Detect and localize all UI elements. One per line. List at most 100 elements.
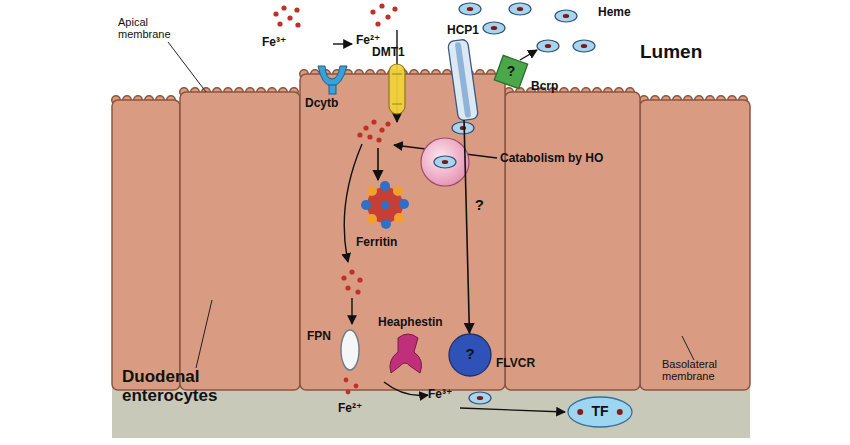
ellipse-shape (568, 397, 632, 427)
node-label: Bcrp (531, 80, 571, 93)
heme-molecules (459, 3, 481, 15)
transporter-box: Bcrp? (495, 56, 527, 88)
iron-dots-lumen (370, 9, 375, 14)
enterocyte-cells (505, 92, 640, 390)
iron-dots-cytosol (357, 119, 390, 142)
iron-dots-exported (344, 378, 359, 395)
heme-molecules (483, 22, 505, 34)
iron-dots-lumen (375, 21, 380, 26)
ferritin-symbol (394, 213, 404, 223)
transferrin-ellipse: TF (567, 396, 633, 428)
label-text: Fe³⁺ (428, 388, 468, 401)
node-text: ? (448, 346, 492, 363)
transporter-channel: HCP1 (451, 40, 475, 120)
ferritin-symbol (361, 200, 371, 210)
dmt1-symbol (389, 64, 405, 114)
heme-exported (469, 392, 491, 404)
iron-dots-basal (357, 277, 362, 282)
heme-molecules (517, 7, 523, 11)
fpn-symbol (341, 330, 359, 370)
iron-dots-cytosol (379, 127, 384, 132)
iron-dots-exported (346, 390, 351, 395)
dmt1-symbol (389, 64, 405, 114)
heme-molecules (491, 26, 497, 30)
heme-molecules (537, 40, 559, 52)
heme-oxygenase (421, 138, 469, 186)
channel-shape (448, 39, 479, 121)
efflux-arrow (520, 50, 537, 60)
hephaestin-symbol (390, 334, 422, 373)
ferritin-symbol (381, 201, 389, 209)
iron-dots-cytosol (357, 132, 362, 137)
label-text: Heaphestin (378, 316, 458, 329)
dmt1-symbol (392, 104, 402, 105)
oxidation-arrow (384, 382, 428, 395)
enterocyte-cells (300, 74, 505, 390)
dcytb-symbol (329, 85, 336, 94)
ferritin-symbol (367, 186, 377, 196)
iron-dots-lumen (392, 6, 397, 11)
iron-dots-cytosol (363, 125, 368, 130)
ferritin-symbol (393, 186, 403, 196)
iron-dots-lumen (294, 7, 299, 12)
iron-dots-lumen (281, 5, 286, 10)
label-text: Duodenal enterocytes (122, 368, 232, 405)
ferritin-symbol (361, 181, 409, 229)
iron-dots-cytosol (376, 137, 381, 142)
heme-oxygenase (421, 138, 469, 186)
leader-line (168, 42, 206, 92)
heme-molecules (555, 10, 577, 22)
ferritin-symbol (367, 187, 403, 223)
heme-molecules (509, 3, 531, 15)
node-text: ? (495, 64, 527, 79)
iron-dots-basal (341, 269, 362, 294)
label-text: Apical membrane (118, 16, 198, 40)
iron-dots-exported (354, 384, 359, 389)
storage-arrow (377, 148, 379, 180)
node-label: TF (567, 404, 633, 419)
iron-dots-lumen (273, 3, 397, 27)
heme-molecules (483, 22, 505, 34)
heme-molecules (573, 40, 595, 52)
iron-dots-cytosol (371, 119, 376, 124)
dmt1-symbol (392, 74, 402, 75)
label-text: Fe³⁺ (262, 36, 302, 49)
iron-dots-lumen (287, 15, 292, 20)
heme-molecules (452, 122, 474, 134)
label-text: Dcytb (305, 97, 355, 110)
heme-molecules (459, 3, 481, 15)
node-label: FLVCR (496, 357, 550, 370)
circle-shape (449, 334, 491, 376)
box-shape (494, 55, 527, 88)
node-outline (451, 40, 475, 120)
edge-label: ? (475, 197, 484, 214)
iron-dots-exported (344, 378, 349, 383)
label-text: Ferritin (356, 236, 416, 249)
transport-arrow (464, 120, 469, 333)
ferritin-symbol (381, 219, 391, 229)
iron-dot (577, 409, 583, 415)
enterocyte-cells (112, 100, 180, 390)
leader-line (196, 300, 212, 368)
export-arrow (351, 298, 352, 324)
heme-exported (469, 392, 491, 404)
iron-dots-basal (349, 269, 354, 274)
enterocyte-cells (112, 74, 750, 390)
iron-dots-cytosol (385, 121, 390, 126)
heme-molecules (581, 44, 587, 48)
reduction-arrow (333, 43, 352, 44)
heme-exported (477, 396, 483, 400)
iron-dots-basal (355, 289, 360, 294)
heme-oxygenase (442, 160, 448, 164)
heme-molecules (509, 3, 531, 15)
heme-molecules (573, 40, 595, 52)
enterocyte-cells (180, 92, 300, 390)
dcytb-symbol (318, 66, 347, 86)
label-text: FPN (307, 330, 343, 343)
label-text: Fe²⁺ (338, 402, 378, 415)
heme-molecules (537, 40, 559, 52)
channel-body (448, 39, 479, 121)
binding-arrow (460, 408, 565, 412)
